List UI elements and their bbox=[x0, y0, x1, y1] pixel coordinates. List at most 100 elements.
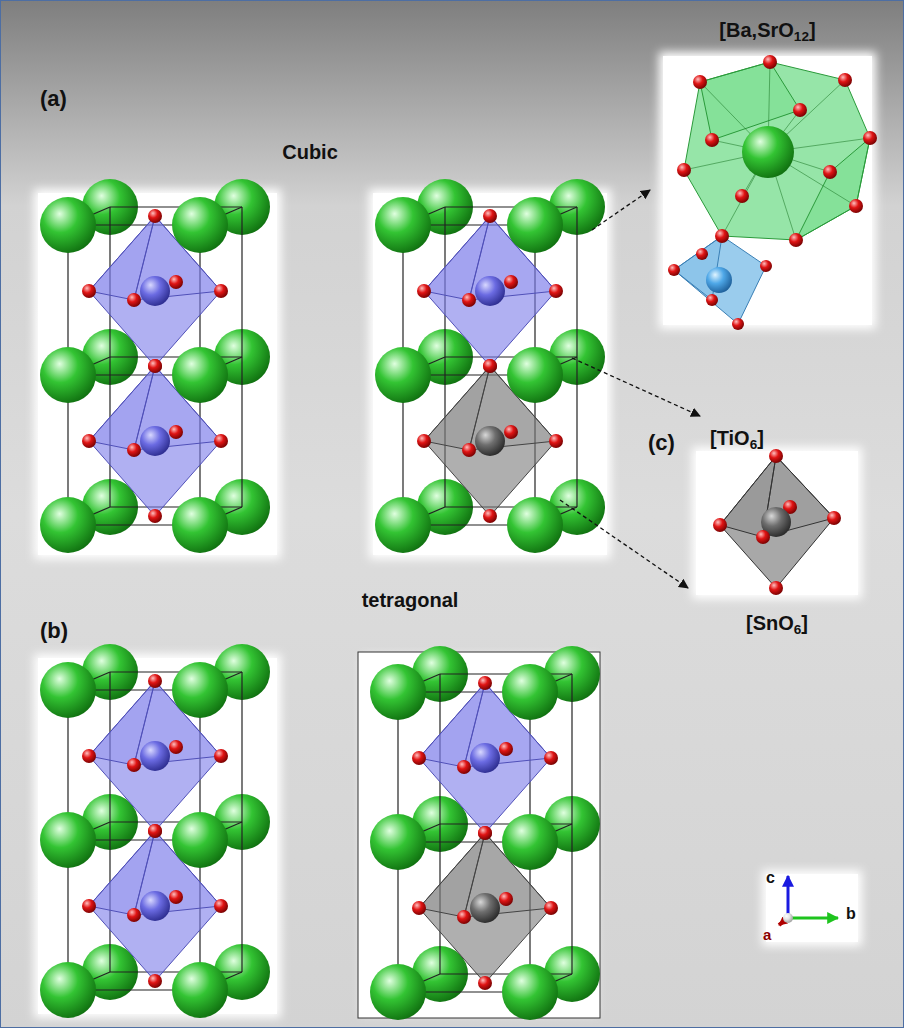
oxygen-atom bbox=[127, 443, 141, 457]
cell-edge bbox=[241, 207, 242, 507]
phase-label: tetragonal bbox=[362, 588, 459, 612]
oxygen-atom bbox=[417, 434, 431, 448]
sn-octahedron-inset bbox=[713, 449, 841, 595]
oxygen-atom bbox=[127, 908, 141, 922]
cell-edge bbox=[110, 971, 242, 972]
panel bbox=[766, 874, 858, 942]
cell-edge bbox=[440, 673, 572, 674]
cuboctahedron bbox=[684, 62, 870, 240]
oxygen-atom bbox=[715, 229, 729, 243]
text-run: (c) bbox=[648, 430, 675, 455]
a-site-atom bbox=[172, 497, 228, 553]
cation-atom bbox=[140, 891, 170, 921]
oxygen-atom bbox=[483, 509, 497, 523]
oxygen-atom bbox=[863, 131, 877, 145]
cell-edge bbox=[576, 207, 577, 507]
oxygen-atom bbox=[735, 189, 749, 203]
oxygen-atom bbox=[148, 509, 162, 523]
oxygen-atom bbox=[214, 899, 228, 913]
cell-edge bbox=[110, 821, 242, 822]
panel-letter: (c) bbox=[648, 430, 675, 456]
oxygen-atom bbox=[478, 826, 492, 840]
panel bbox=[696, 451, 858, 595]
oxygen-atom bbox=[169, 890, 183, 904]
oxygen-atom bbox=[127, 758, 141, 772]
oxygen-atom bbox=[499, 742, 513, 756]
oxygen-atom bbox=[499, 892, 513, 906]
oxygen-atom bbox=[478, 676, 492, 690]
oxygen-atom bbox=[457, 760, 471, 774]
cation-atom bbox=[475, 276, 505, 306]
oxygen-atom bbox=[549, 434, 563, 448]
subscript: 12 bbox=[794, 29, 809, 44]
panel-glow bbox=[762, 870, 862, 946]
a-site-atom bbox=[172, 347, 228, 403]
oxygen-atom bbox=[148, 974, 162, 988]
cation-atom bbox=[140, 426, 170, 456]
oxygen-atom bbox=[82, 899, 96, 913]
a-site-atom bbox=[502, 964, 558, 1020]
panel bbox=[38, 658, 277, 1014]
oxygen-atom bbox=[169, 740, 183, 754]
a-site-atom bbox=[40, 662, 96, 718]
a-site-atom bbox=[375, 497, 431, 553]
cell-edge bbox=[440, 973, 572, 974]
oxygen-atom bbox=[849, 199, 863, 213]
axis-arrow bbox=[787, 876, 790, 918]
oxygen-atom bbox=[412, 751, 426, 765]
oxygen-atom bbox=[769, 449, 783, 463]
text-run: b bbox=[846, 905, 856, 922]
oxygen-atom bbox=[668, 264, 680, 276]
text-run: c bbox=[766, 869, 775, 886]
a-site-atom bbox=[40, 197, 96, 253]
leader-arrow bbox=[592, 190, 650, 230]
oxygen-atom bbox=[696, 248, 708, 260]
panel-border bbox=[358, 652, 600, 1018]
phase-label: Cubic bbox=[282, 140, 338, 164]
ti-atom bbox=[706, 267, 732, 293]
panel-glow bbox=[659, 52, 876, 329]
oxygen-atom bbox=[732, 318, 744, 330]
panel-glow bbox=[369, 189, 611, 559]
oxygen-atom bbox=[214, 749, 228, 763]
oxygen-atom bbox=[705, 133, 719, 147]
a-site-atom bbox=[742, 126, 794, 178]
text-run: Cubic bbox=[282, 141, 338, 163]
a-site-atom bbox=[172, 662, 228, 718]
oxygen-atom bbox=[82, 284, 96, 298]
inset-heading: [Ba,SrO12] bbox=[719, 18, 815, 42]
a-site-atom bbox=[370, 964, 426, 1020]
a-site-atom bbox=[40, 812, 96, 868]
oxygen-atom bbox=[823, 165, 837, 179]
oxygen-atom bbox=[214, 434, 228, 448]
inset-panel: [SnO6] bbox=[688, 443, 866, 603]
oxygen-atom bbox=[148, 359, 162, 373]
oxygen-atom bbox=[417, 284, 431, 298]
axis-label: a bbox=[763, 926, 771, 944]
polyhedron-label: [TiO6] bbox=[710, 426, 764, 450]
a-site-atom bbox=[502, 664, 558, 720]
text-run: ] bbox=[757, 427, 764, 449]
unit-cell bbox=[40, 179, 270, 553]
cell-edge bbox=[440, 823, 572, 824]
oxygen-atom bbox=[760, 260, 772, 272]
oxygen-atom bbox=[549, 284, 563, 298]
cell-edge bbox=[445, 356, 577, 357]
cation-atom bbox=[140, 276, 170, 306]
oxygen-atom bbox=[483, 209, 497, 223]
text-run: ] bbox=[809, 19, 816, 41]
oxygen-atom bbox=[693, 75, 707, 89]
oxygen-atom bbox=[478, 976, 492, 990]
panel-letter: (b) bbox=[40, 618, 68, 644]
a-site-atom bbox=[172, 962, 228, 1018]
text-run: [Ba,SrO bbox=[719, 19, 793, 41]
leader-arrow bbox=[560, 500, 688, 588]
oxygen-atom bbox=[677, 163, 691, 177]
cation-atom bbox=[470, 743, 500, 773]
oxygen-atom bbox=[169, 275, 183, 289]
oxygen-atom bbox=[462, 293, 476, 307]
oxygen-atom bbox=[713, 518, 727, 532]
a-site-atom bbox=[40, 497, 96, 553]
a-site-atom bbox=[375, 347, 431, 403]
